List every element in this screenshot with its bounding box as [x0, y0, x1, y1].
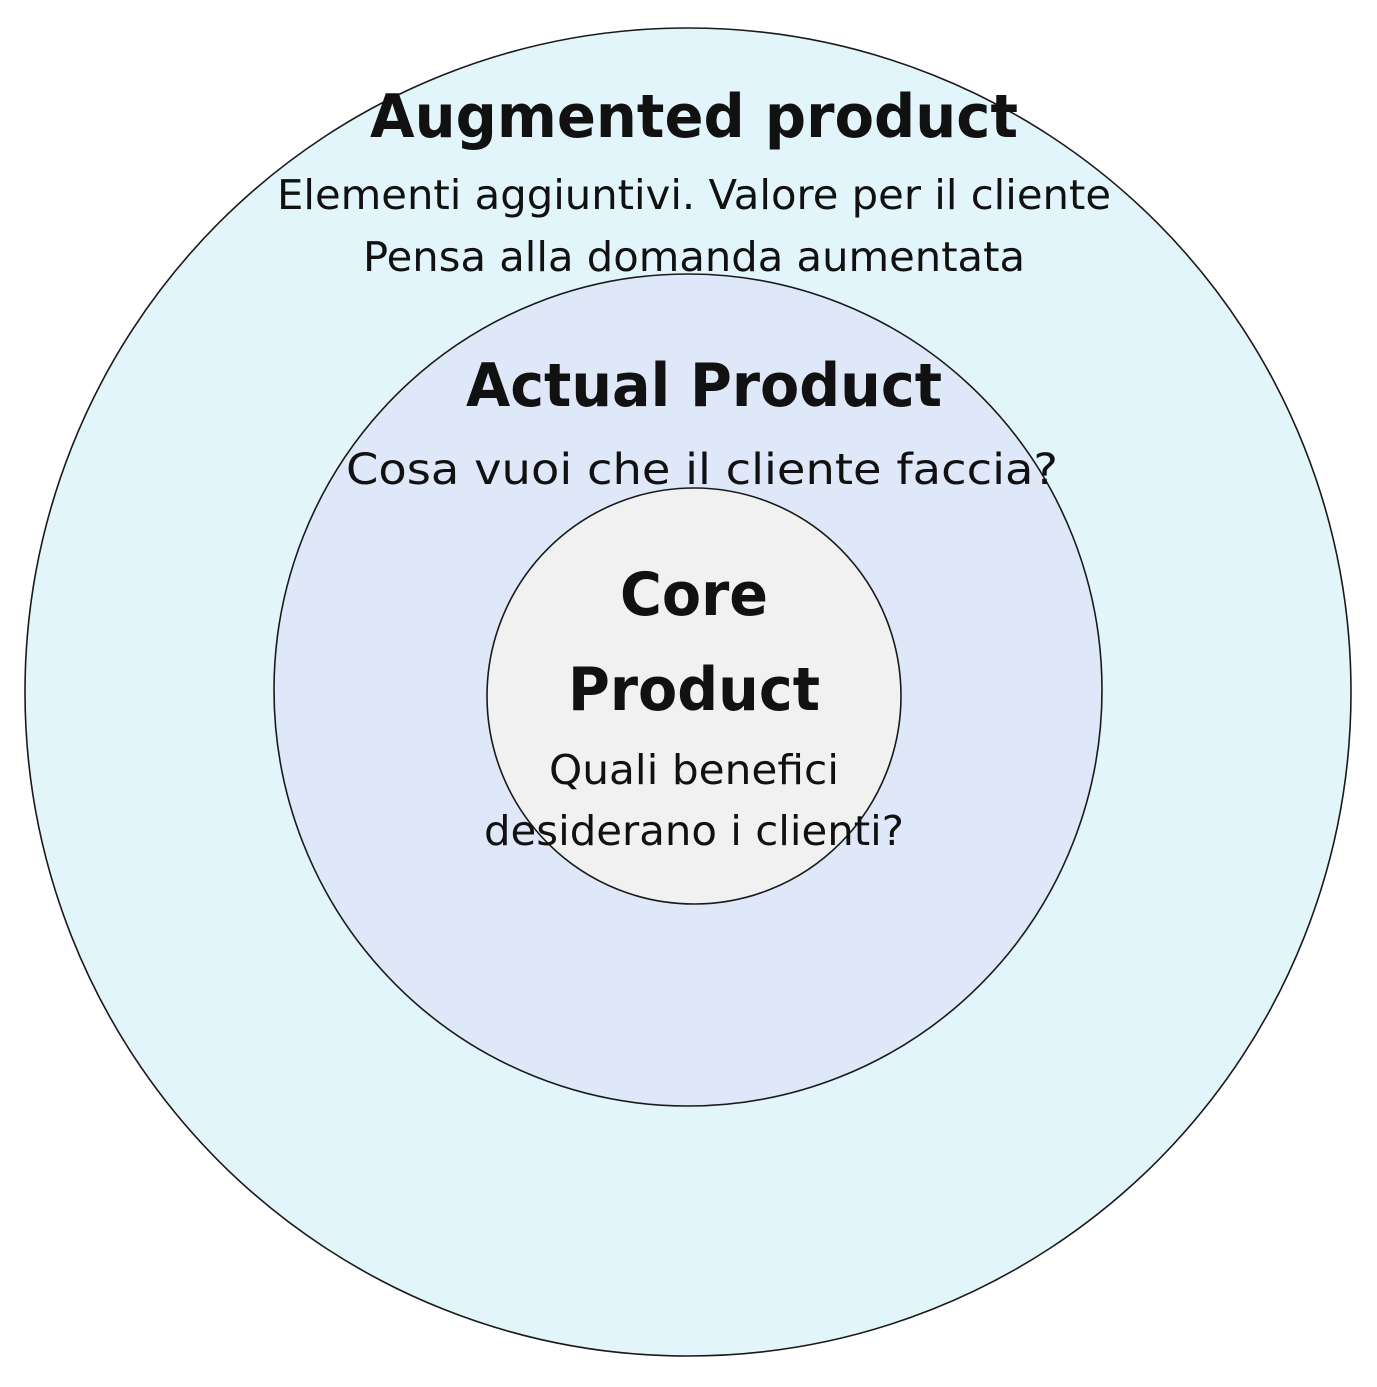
actual-product-title: Actual Product	[466, 351, 942, 421]
core-product-title-line-2: Product	[568, 655, 820, 725]
augmented-product-line-1: Elementi aggiuntivi. Valore per il clien…	[277, 171, 1111, 219]
core-product-title-line-1: Core	[620, 560, 768, 630]
augmented-product-line-2: Pensa alla domanda aumentata	[363, 233, 1025, 281]
actual-product-line-1: Cosa vuoi che il cliente faccia?	[346, 445, 1058, 495]
augmented-product-title: Augmented product	[370, 82, 1018, 152]
core-product-line-1: Quali benefici	[549, 746, 839, 794]
core-product-ring	[486, 487, 902, 905]
core-product-line-2: desiderano i clienti?	[484, 807, 904, 855]
